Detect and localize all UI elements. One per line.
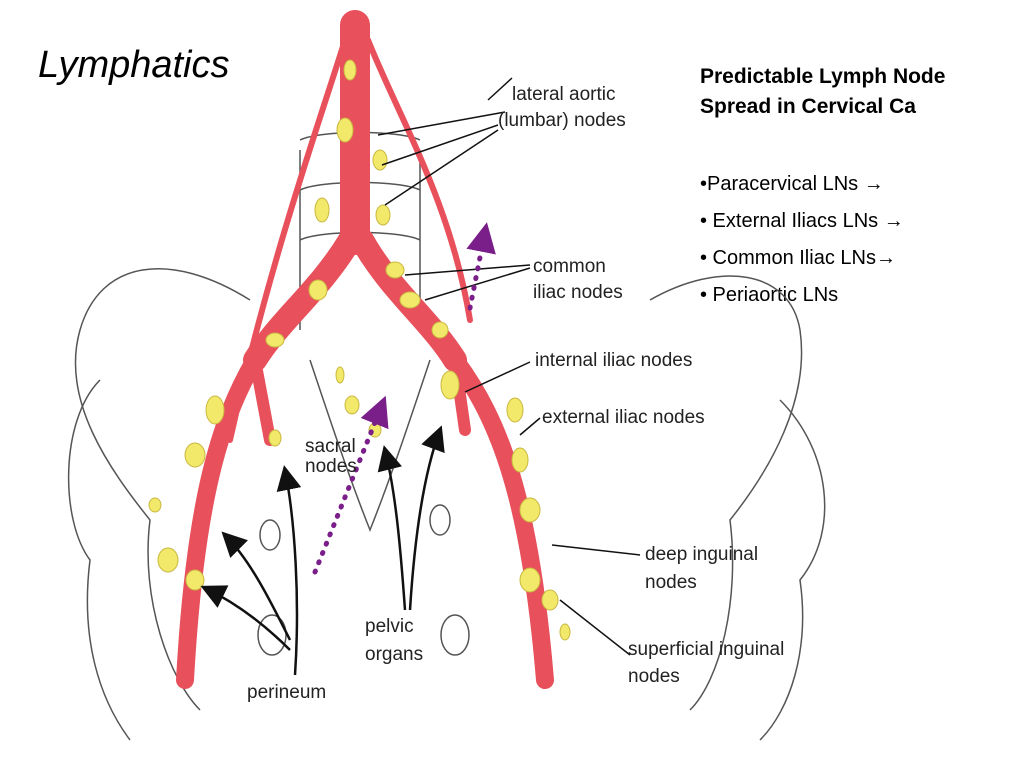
spread-arrows (312, 222, 496, 575)
pelvis-bones (67, 131, 826, 741)
label-lateral-aortic: lateral aortic (512, 84, 616, 105)
arrow (408, 425, 445, 611)
heading-line-1: Predictable Lymph Node (700, 65, 946, 88)
list-item: • External Iliacs LNs → (700, 210, 904, 232)
leader-lines (377, 77, 641, 656)
blood-vessels (176, 10, 554, 689)
label-pelvic-organs-2: organs (365, 644, 423, 665)
left-common-iliac (243, 228, 362, 372)
list-item: • Periaortic LNs (700, 284, 839, 306)
spread-list: •Paracervical LNs → • External Iliacs LN… (700, 166, 1020, 314)
right-external-iliac (446, 351, 554, 689)
info-panel: Predictable Lymph Node Spread in Cervica… (700, 62, 1020, 314)
label-pelvic-organs: pelvic (365, 616, 414, 637)
label-external-iliac: external iliac nodes (542, 407, 705, 428)
drainage-arrows (200, 425, 445, 676)
list-item: • Common Iliac LNs→ (700, 247, 896, 269)
arrow (221, 531, 292, 641)
label-sacral: sacral (305, 436, 356, 457)
arrow (276, 465, 302, 676)
label-deep-inguinal: deep inguinal (645, 544, 758, 565)
label-superficial-inguinal-2: nodes (628, 666, 680, 687)
label-internal-iliac: internal iliac nodes (535, 350, 692, 371)
list-item: •Paracervical LNs → (700, 173, 884, 195)
label-deep-inguinal-2: nodes (645, 572, 697, 593)
slide-title: Lymphatics (38, 44, 230, 86)
label-perineum: perineum (247, 682, 326, 703)
label-common-iliac: common (533, 256, 606, 277)
arrow (200, 585, 291, 651)
diagram-labels: lateral aortic (lumbar) nodes common ili… (247, 84, 784, 703)
label-lateral-aortic-2: (lumbar) nodes (498, 110, 626, 131)
label-sacral-2: nodes (305, 456, 357, 477)
purple-dotted-arrow (312, 395, 389, 575)
heading-line-2: Spread in Cervical Ca (700, 95, 916, 118)
label-superficial-inguinal: superficial inguinal (628, 639, 784, 660)
purple-dotted-arrow (466, 222, 496, 311)
arrow (377, 445, 407, 611)
label-common-iliac-2: iliac nodes (533, 282, 623, 303)
panel-heading: Predictable Lymph Node Spread in Cervica… (700, 62, 1020, 122)
